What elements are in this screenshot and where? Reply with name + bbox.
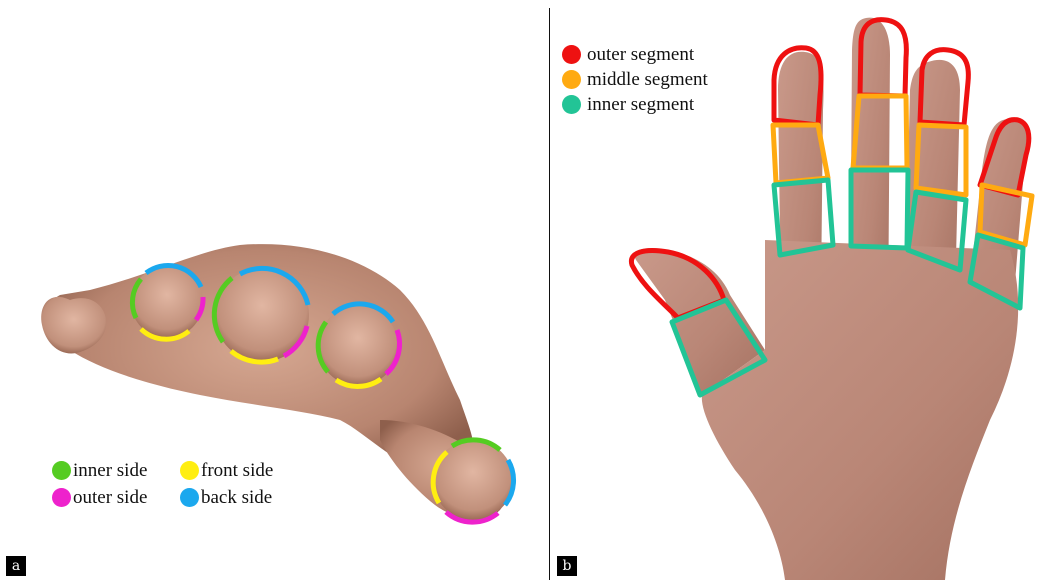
legend-item-outer-side: outer side <box>52 485 180 509</box>
legend-label: front side <box>201 461 273 480</box>
legend-swatch-middle-segment <box>562 70 581 89</box>
legend-label: inner segment <box>587 95 694 114</box>
legend-item-front-side: front side <box>180 458 310 482</box>
fingertip-2 <box>214 268 309 362</box>
legend-item-inner-segment: inner segment <box>562 92 708 117</box>
legend-item-outer-segment: outer segment <box>562 42 708 67</box>
legend-label: back side <box>201 488 272 507</box>
legend-label: outer segment <box>587 45 694 64</box>
legend-swatch-outer-segment <box>562 45 581 64</box>
panel-divider <box>549 8 550 580</box>
legend-swatch-front-side <box>180 461 199 480</box>
panel-b-legend: outer segment middle segment inner segme… <box>562 42 708 117</box>
legend-item-middle-segment: middle segment <box>562 67 708 92</box>
panel-b-label: b <box>557 556 577 576</box>
legend-item-inner-side: inner side <box>52 458 180 482</box>
legend-swatch-back-side <box>180 488 199 507</box>
panel-a-legend: inner side front side outer side back si… <box>52 458 310 509</box>
legend-label: outer side <box>73 488 147 507</box>
legend-swatch-inner-side <box>52 461 71 480</box>
legend-swatch-outer-side <box>52 488 71 507</box>
legend-item-back-side: back side <box>180 485 310 509</box>
legend-swatch-inner-segment <box>562 95 581 114</box>
legend-label: inner side <box>73 461 147 480</box>
legend-label: middle segment <box>587 70 708 89</box>
panel-a-label: a <box>6 556 26 576</box>
